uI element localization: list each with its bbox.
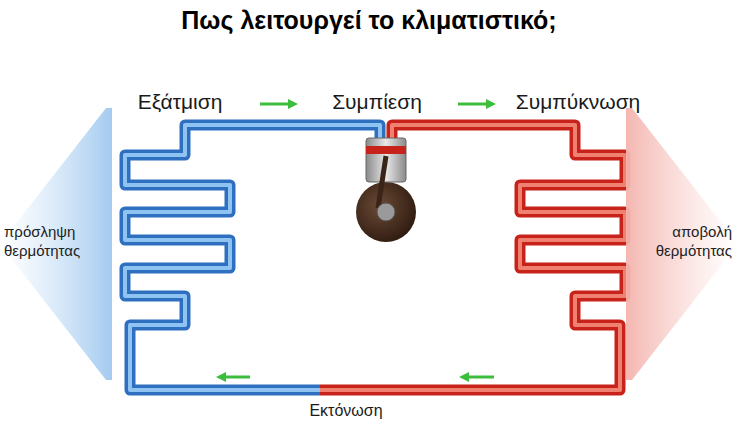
- heat-label: πρόσληψη θερμότητας: [4, 223, 108, 261]
- step-label: Συμπίεση: [332, 90, 422, 114]
- diagram-title: Πως λειτουργεί το κλιματιστικό;: [181, 6, 556, 35]
- heat-label: αποβολή θερμότητας: [628, 223, 732, 261]
- heat-arrow: πρόσληψη θερμότητας: [0, 108, 112, 380]
- expansion-pipe: [250, 385, 400, 396]
- arrow-text-holder: πρόσληψη θερμότητας: [4, 223, 108, 261]
- heat-arrow: αποβολή θερμότητας: [626, 108, 738, 380]
- step-label: Συμπύκνωση: [516, 90, 641, 114]
- arrow-text-holder: αποβολή θερμότητας: [628, 223, 732, 261]
- condenser-coil: [320, 125, 625, 390]
- step-label: Εξάτμιση: [138, 90, 223, 114]
- compressor-symbol: [356, 138, 416, 242]
- flow-arrow: [216, 99, 496, 382]
- step-label: Εκτόνωση: [309, 402, 382, 420]
- evaporator-coil: [125, 125, 380, 390]
